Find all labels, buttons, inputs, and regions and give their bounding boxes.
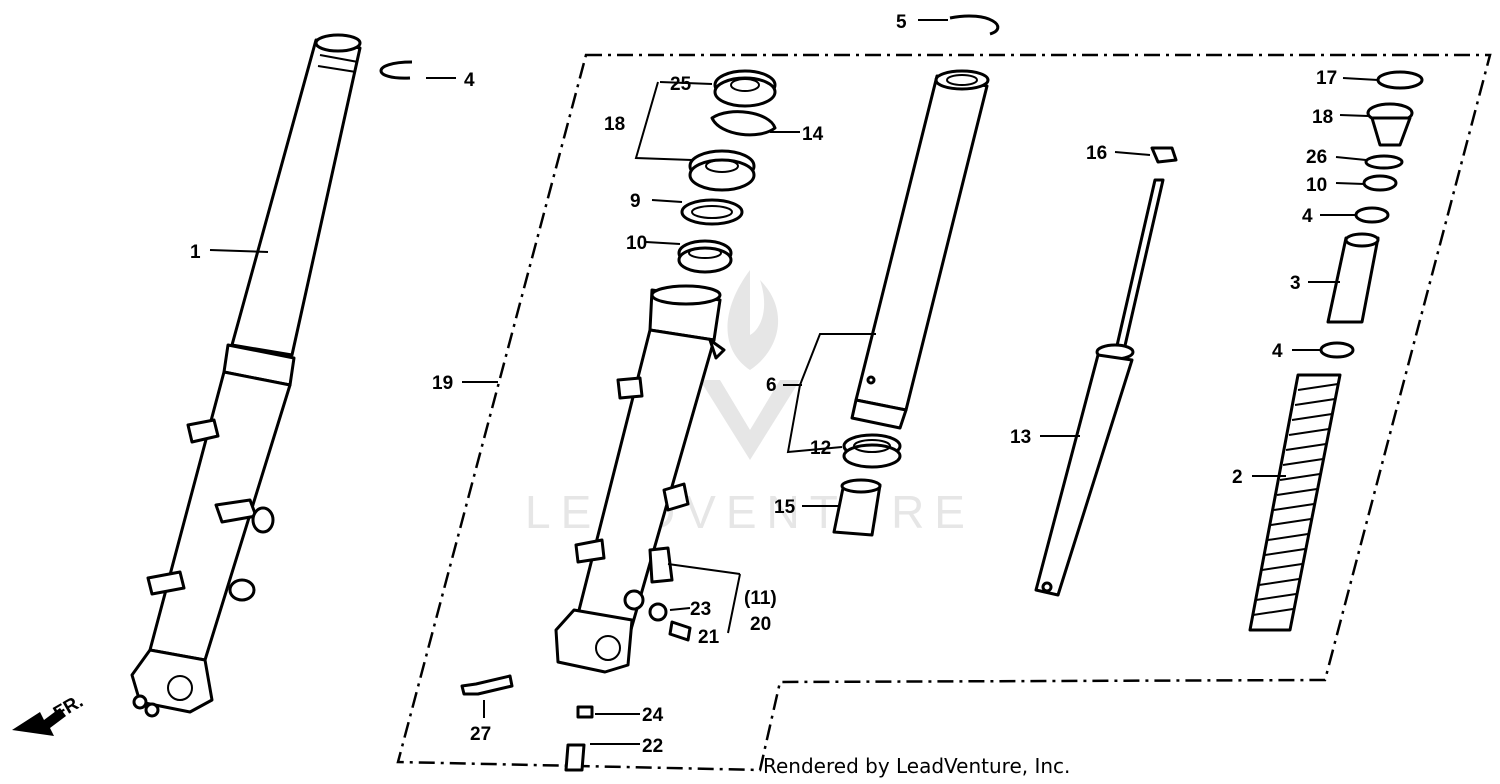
- label-20: 20: [750, 614, 771, 635]
- label-9: 12: [810, 438, 831, 459]
- label-26: 26: [1306, 147, 1327, 168]
- label-7: 9: [630, 191, 641, 212]
- label-4: 4: [1272, 341, 1283, 362]
- label-17: 18: [1312, 107, 1333, 128]
- label-25: 25: [670, 74, 692, 95]
- label-15: 17: [1316, 68, 1337, 89]
- label-4: 4: [1302, 206, 1313, 227]
- label-1: 1: [190, 242, 201, 263]
- leader-lines: [209, 19, 1379, 745]
- label-24: 24: [642, 705, 664, 726]
- label-5: 4: [464, 70, 475, 91]
- fork-slider: [554, 284, 726, 674]
- front-direction-indicator: FR.: [12, 691, 87, 736]
- label-3: 3: [1290, 273, 1301, 294]
- label-12: 13: [1010, 427, 1031, 448]
- inner-fork-tube: [832, 69, 990, 537]
- fork-leg-assembly: [130, 33, 362, 718]
- label-18: 18: [604, 114, 625, 135]
- footer-credit: Rendered by LeadVenture, Inc.: [763, 754, 1071, 778]
- label-21: 21: [698, 627, 720, 648]
- watermark-text: LEADVENTURE: [525, 486, 975, 538]
- hardware: [460, 602, 692, 772]
- damper-rod: [1034, 146, 1178, 597]
- label-2: 2: [1232, 467, 1243, 488]
- label-13: 15: [774, 497, 796, 518]
- label-6: 6: [766, 375, 777, 396]
- spring-stack: [1248, 70, 1424, 632]
- label-5: 5: [896, 12, 907, 33]
- label-27: 27: [470, 724, 491, 745]
- label-22: 22: [642, 736, 663, 757]
- snap-ring-top: [949, 14, 1000, 36]
- watermark: LEADVENTURE: [525, 270, 975, 538]
- label-10: 10: [1306, 175, 1327, 196]
- label-16: 16: [1086, 143, 1107, 164]
- sub-assembly-boundary: [396, 53, 1492, 772]
- watermark-flame-icon: [727, 270, 779, 370]
- label-14: 14: [802, 124, 824, 145]
- label-8: 10: [626, 233, 647, 254]
- watermark-v-icon: [700, 380, 800, 460]
- front-arrow-icon: [12, 708, 66, 736]
- label-23: 23: [690, 599, 711, 620]
- label-11: (11): [744, 588, 777, 609]
- seal-stack: [677, 69, 777, 274]
- snap-ring-left: [379, 60, 413, 80]
- label-19: 19: [432, 373, 453, 394]
- part-labels: 4 1 5 25 18 14 9 10 19 6 12 15 16 13 17 …: [190, 12, 1337, 757]
